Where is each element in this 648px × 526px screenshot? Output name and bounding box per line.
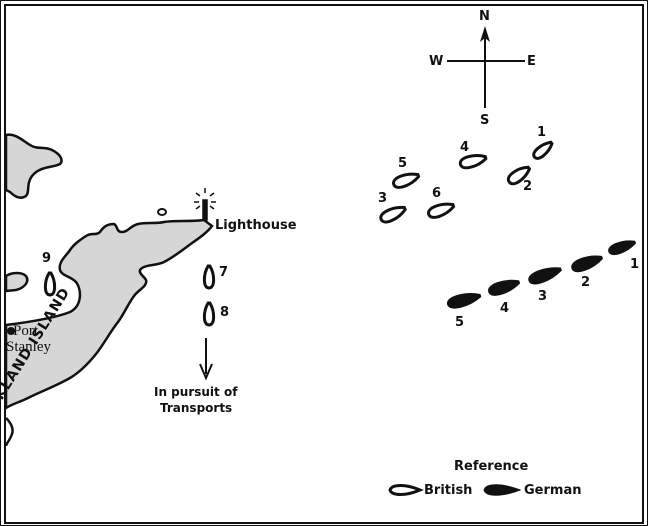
german-ship-label: 3 <box>538 289 548 304</box>
compass-south: S <box>480 113 490 128</box>
german-ship-icon <box>488 279 521 296</box>
legend-title: Reference <box>454 459 529 474</box>
compass-east: E <box>527 54 536 69</box>
british-ship-icon <box>427 202 456 219</box>
legend-british-icon <box>388 484 424 496</box>
german-ship-icon <box>447 293 482 309</box>
port-stanley-label-line1: Port <box>13 323 39 339</box>
german-ship-icon <box>571 255 604 273</box>
east-falkland-island <box>4 218 214 411</box>
british-ship-label: 5 <box>398 156 408 171</box>
small-island <box>157 208 167 216</box>
german-ship-label: 5 <box>455 315 465 330</box>
british-ship-icon <box>506 165 532 186</box>
german-ship-label: 1 <box>630 257 640 272</box>
legend-german-icon <box>483 484 522 496</box>
northern-landmass <box>4 133 63 199</box>
british-ship-icon <box>458 154 488 170</box>
german-ship-label: 4 <box>500 301 510 316</box>
british-ship-label: 1 <box>537 125 547 140</box>
british-ship-icon <box>392 172 421 189</box>
british-ship-label: 7 <box>219 265 229 280</box>
pursuit-arrow-icon <box>199 338 213 381</box>
british-ship-icon <box>532 140 554 160</box>
compass-west: W <box>429 54 444 69</box>
british-ship-label: 8 <box>220 305 230 320</box>
legend-german-label: German <box>524 483 582 498</box>
british-ship-icon <box>202 264 216 290</box>
port-stanley-label-line2: Stanley <box>6 339 51 355</box>
british-ship-label: 6 <box>432 186 442 201</box>
compass-icon <box>447 26 525 108</box>
south-islet <box>4 417 14 447</box>
british-ship-icon <box>43 271 57 297</box>
port-stanley-dot <box>7 327 15 335</box>
lighthouse-label: Lighthouse <box>215 218 297 233</box>
british-ship-label: 3 <box>378 191 388 206</box>
legend-british-label: British <box>424 483 473 498</box>
british-ship-icon <box>202 301 216 327</box>
british-ship-label: 2 <box>523 179 533 194</box>
lighthouse-icon <box>194 188 216 221</box>
west-islet <box>4 271 29 293</box>
pursuit-note-line2: Transports <box>160 401 233 415</box>
german-ship-label: 2 <box>581 275 591 290</box>
compass-north: N <box>479 9 490 24</box>
british-ship-label: 9 <box>42 251 52 266</box>
british-ship-label: 4 <box>460 140 470 155</box>
pursuit-note-line1: In pursuit of <box>154 385 238 399</box>
german-ship-icon <box>528 267 562 285</box>
inner-frame <box>4 4 644 524</box>
british-ship-icon <box>379 206 407 224</box>
german-ship-icon <box>608 240 637 256</box>
